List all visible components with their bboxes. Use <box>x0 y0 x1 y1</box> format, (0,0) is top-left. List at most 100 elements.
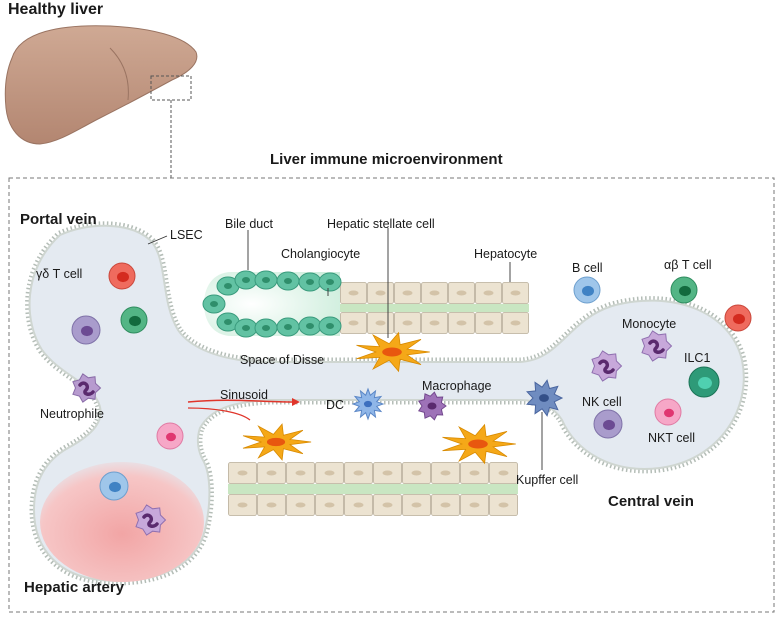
hepatocyte-nucleus <box>382 470 393 476</box>
immune-cell-lobed-nucleus <box>142 513 159 528</box>
hepatocyte-nucleus <box>440 502 451 508</box>
space-of-disse-band <box>228 484 518 494</box>
neutrophile-label: Neutrophile <box>40 407 104 421</box>
nkt-cell-label: NKT cell <box>648 431 696 445</box>
cholangiocyte-nucleus <box>326 279 334 285</box>
healthy-liver-title: Healthy liver <box>8 1 104 18</box>
hepatocyte-nucleus <box>382 502 393 508</box>
leader-lines <box>147 228 543 470</box>
hepatocyte-nucleus <box>237 470 248 476</box>
ilc1-label: ILC1 <box>684 351 711 365</box>
hepatocyte-nucleus <box>510 290 521 296</box>
ab-t-cell-nucleus <box>679 285 691 297</box>
cholangiocyte-nucleus <box>224 319 232 325</box>
space-of-disse-band <box>340 304 529 312</box>
hepatocyte-nucleus <box>375 320 386 326</box>
immune-cell-purple-nucleus <box>81 325 93 337</box>
monocyte-cell-nucleus <box>648 339 665 354</box>
lsec-label: LSEC <box>170 228 203 242</box>
hepatocyte-nucleus <box>483 290 494 296</box>
hepatocyte-nucleus <box>456 290 467 296</box>
stellate-nucleus <box>468 439 488 449</box>
nkt-cell-nucleus <box>664 408 674 418</box>
central-vein-label: Central vein <box>608 493 694 510</box>
hepatocyte-nucleus <box>402 320 413 326</box>
microenvironment-title: Liver immune microenvironment <box>270 151 503 168</box>
cholangiocyte-nucleus <box>284 324 292 330</box>
hepatocyte-nucleus <box>440 470 451 476</box>
hepatocyte-nucleus <box>498 470 509 476</box>
hepatocyte-nucleus <box>375 290 386 296</box>
gd-t-cell-nucleus <box>117 271 129 283</box>
hepatocyte-nucleus <box>353 470 364 476</box>
hepatocyte-nucleus <box>510 320 521 326</box>
immune-cell-red-nucleus <box>733 313 745 325</box>
hepatic-stellate-cell-label: Hepatic stellate cell <box>327 217 435 231</box>
gd-t-cell-label: γδ T cell <box>36 267 83 281</box>
hepatocyte-nucleus <box>295 470 306 476</box>
cholangiocyte-nucleus <box>262 277 270 283</box>
hepatocyte-plates <box>228 282 529 516</box>
hepatocyte-nucleus <box>411 502 422 508</box>
hepatocyte-label: Hepatocyte <box>474 247 538 261</box>
cholangiocyte-nucleus <box>326 323 334 329</box>
bile-duct <box>202 270 342 338</box>
cholangiocyte-nucleus <box>242 325 250 331</box>
b-cell-label: B cell <box>572 261 603 275</box>
hepatocyte-nucleus <box>498 502 509 508</box>
immune-cell-pink-nucleus <box>166 432 176 442</box>
neutrophile-nucleus <box>78 381 95 396</box>
kupffer-cell-label: Kupffer cell <box>516 473 579 487</box>
healthy-liver-icon <box>4 25 198 178</box>
monocyte-label: Monocyte <box>622 317 677 331</box>
sinusoid-label: Sinusoid <box>220 388 268 402</box>
hepatocyte-nucleus <box>324 470 335 476</box>
hepatocyte-nucleus <box>429 320 440 326</box>
hepatocyte-nucleus <box>469 470 480 476</box>
kupffer-cell-nucleus <box>539 394 549 402</box>
immune-cells <box>71 262 752 536</box>
ilc1-cell-nucleus <box>698 377 712 389</box>
ab-t-cell-label: αβ T cell <box>664 258 712 272</box>
macrophage-cell-nucleus <box>427 402 437 410</box>
hepatocyte-nucleus <box>348 320 359 326</box>
hepatic-artery-label: Hepatic artery <box>24 579 125 596</box>
cholangiocyte-nucleus <box>284 278 292 284</box>
immune-cell-green-nucleus <box>129 315 141 327</box>
hepatocyte-nucleus <box>483 320 494 326</box>
hepatocyte-nucleus <box>411 470 422 476</box>
hepatocyte-nucleus <box>402 290 413 296</box>
hepatocyte-nucleus <box>324 502 335 508</box>
hepatocyte-nucleus <box>429 290 440 296</box>
stellate-cells <box>242 331 516 465</box>
hepatocyte-nucleus <box>348 290 359 296</box>
stellate-nucleus <box>382 347 402 357</box>
hepatocyte-nucleus <box>266 502 277 508</box>
hepatocyte-nucleus <box>266 470 277 476</box>
hepatocyte-nucleus <box>353 502 364 508</box>
dc-cell-nucleus <box>363 400 373 408</box>
cholangiocyte-label: Cholangiocyte <box>281 247 361 261</box>
hepatocyte-nucleus <box>469 502 480 508</box>
bile-duct-label: Bile duct <box>225 217 273 231</box>
cholangiocyte-nucleus <box>306 279 314 285</box>
immune-cell-blue-nucleus <box>109 481 121 493</box>
cholangiocyte-nucleus <box>224 283 232 289</box>
cholangiocyte-nucleus <box>306 323 314 329</box>
nk-cell-label: NK cell <box>582 395 622 409</box>
nk-cell-nucleus <box>603 419 615 431</box>
immune-cell-lobed-2-nucleus <box>598 359 615 374</box>
b-cell-nucleus <box>582 285 594 297</box>
microenvironment-frame <box>8 177 775 613</box>
portal-vein-label: Portal vein <box>20 211 97 228</box>
space-of-disse-label: Space of Disse <box>240 353 325 367</box>
hepatic-artery-area <box>40 462 204 582</box>
hepatocyte-nucleus <box>456 320 467 326</box>
cholangiocyte-nucleus <box>262 325 270 331</box>
cholangiocyte-nucleus <box>210 301 218 307</box>
sinusoid-arrow <box>187 398 300 421</box>
stellate-nucleus <box>266 437 286 447</box>
vessel-network <box>25 221 749 586</box>
hepatocyte-nucleus <box>237 502 248 508</box>
